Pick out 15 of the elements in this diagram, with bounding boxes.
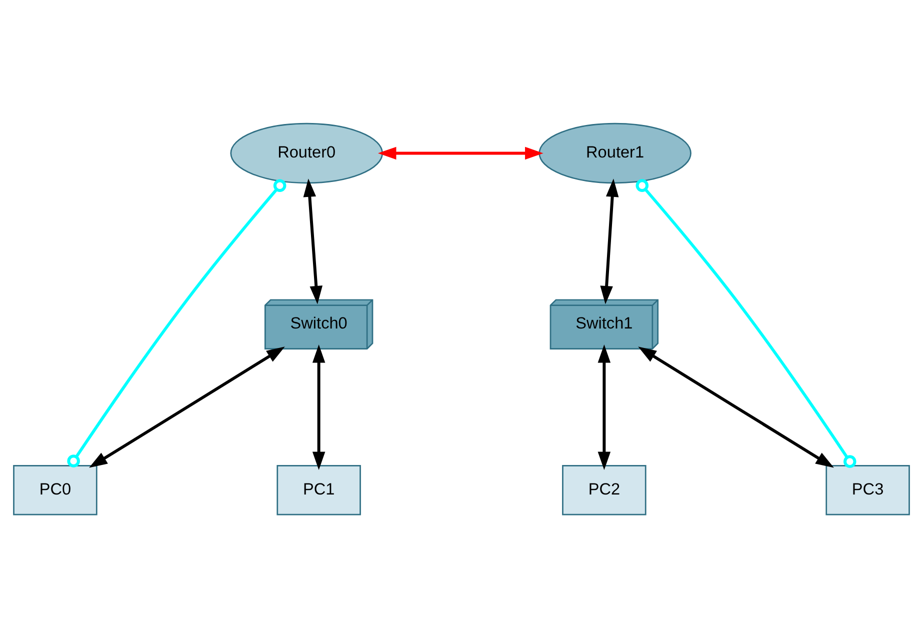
node-box: PC3 (826, 464, 910, 516)
node-box: PC0 (13, 464, 98, 516)
arrow (600, 178, 619, 304)
arrow (638, 346, 834, 468)
node-ellipse: Router1 (538, 122, 692, 184)
arrow (89, 346, 285, 468)
arrow (598, 344, 611, 470)
node-box: PC2 (562, 464, 646, 516)
connector (67, 179, 286, 468)
arrow (312, 344, 326, 470)
arrow (303, 178, 323, 304)
node-box: PC1 (276, 464, 361, 516)
node-ellipse: Router0 (230, 122, 383, 184)
arrow (378, 146, 544, 160)
connector (636, 179, 856, 468)
